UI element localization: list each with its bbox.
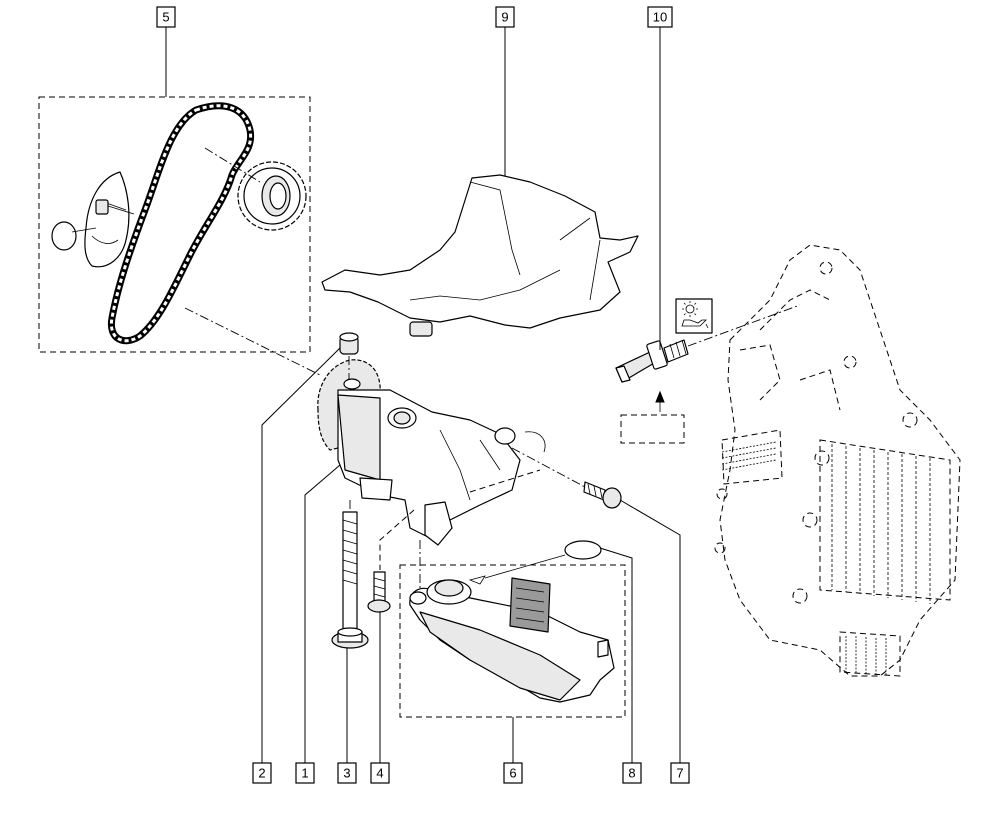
timing-chain-links	[109, 104, 253, 342]
callout-10-label: 10	[653, 10, 667, 25]
oil-filter-housing	[714, 244, 961, 677]
callout-3: 3	[337, 648, 357, 784]
chain-tensioner	[84, 171, 135, 268]
callout-8-label: 8	[628, 766, 635, 781]
callout-4: 4	[370, 612, 390, 784]
group-6-outline	[399, 564, 626, 718]
tensioner-clip	[51, 221, 77, 251]
callout-6-label: 6	[509, 766, 516, 781]
callout-1-label: 1	[301, 766, 308, 781]
callout-6: 6	[503, 717, 523, 784]
group-5-outline	[38, 96, 311, 353]
callout-7-label: 7	[676, 766, 683, 781]
part-8-o-ring	[564, 540, 602, 560]
timing-chain	[107, 102, 255, 344]
callout-5-label: 5	[162, 10, 169, 25]
part-2-pump-plug	[339, 332, 359, 355]
callout-3-label: 3	[343, 766, 350, 781]
group-6-oil-strainer	[399, 564, 626, 718]
callout-4-label: 4	[376, 766, 383, 781]
part-9-oil-baffle	[321, 174, 639, 337]
part-1-oil-pump	[317, 359, 546, 546]
crankshaft-sprocket	[237, 161, 307, 231]
callout-2-label: 2	[258, 766, 265, 781]
part-7-bolt	[583, 481, 622, 509]
callout-10: 10	[647, 6, 673, 350]
part-3-long-bolt	[331, 511, 369, 649]
part-10-oil-pressure-sensor	[615, 339, 689, 383]
oil-pressure-warning-icon	[675, 298, 713, 334]
oil-cooler-fins	[819, 439, 951, 604]
callout-7: 7	[619, 499, 690, 784]
callout-5: 5	[156, 6, 176, 97]
callout-1: 1	[295, 464, 341, 784]
callout-8: 8	[599, 547, 642, 784]
callout-9: 9	[495, 6, 515, 176]
group-5-timing-chain-assembly	[38, 96, 321, 376]
sensor-connector-placeholder	[620, 414, 685, 444]
callout-9-label: 9	[501, 10, 508, 25]
callout-2: 2	[252, 347, 341, 784]
part-4-short-bolt	[367, 571, 391, 613]
